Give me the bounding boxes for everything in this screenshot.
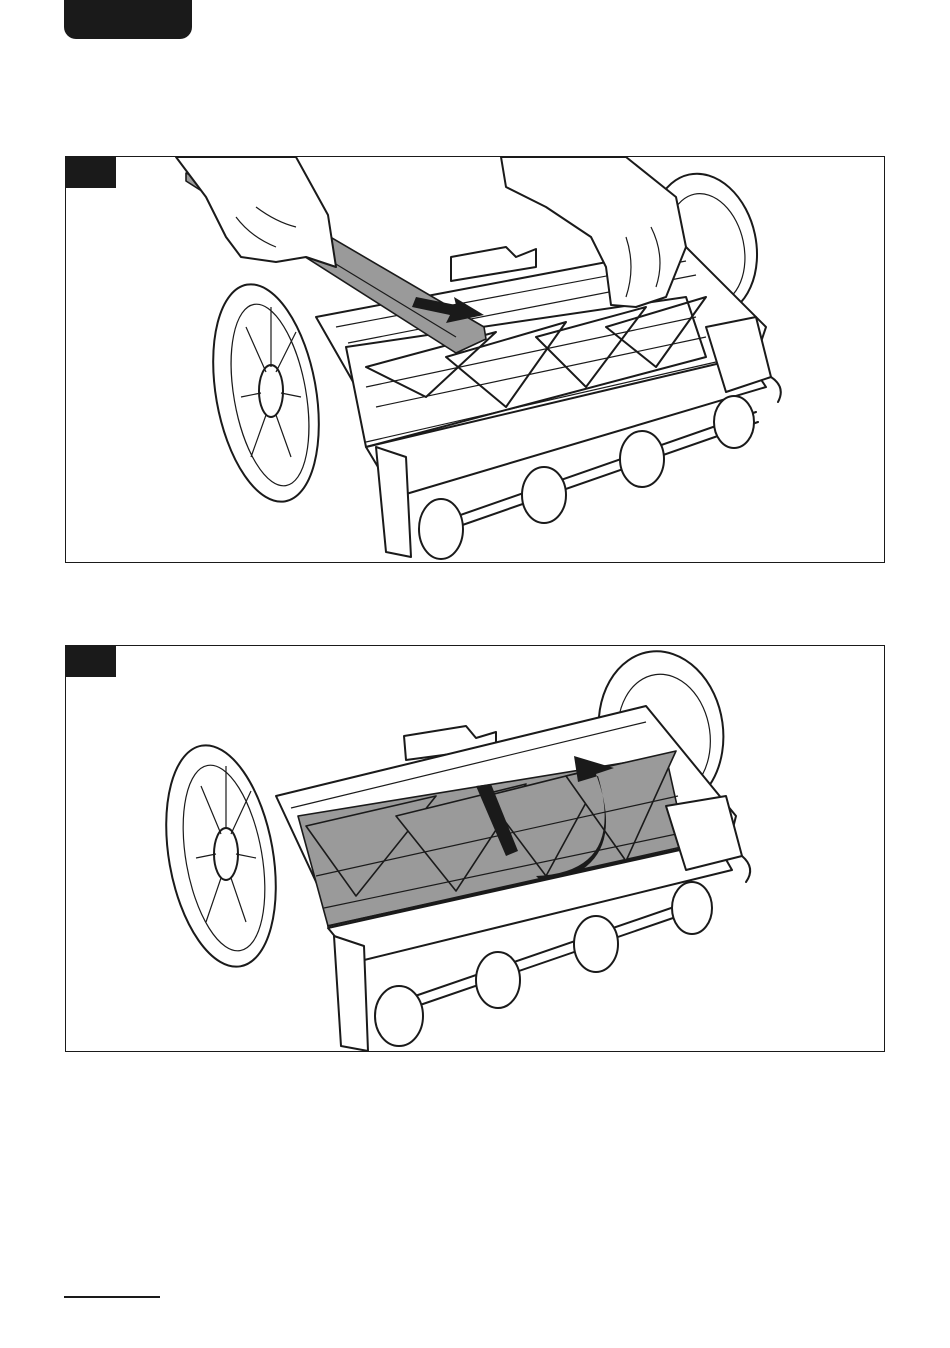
- front-wheel: [198, 276, 335, 510]
- front-wheel: [150, 737, 291, 976]
- left-side-plate: [376, 447, 411, 557]
- footer-rule: [64, 1296, 160, 1298]
- right-hook: [742, 856, 750, 882]
- figure-2-illustration: [66, 646, 885, 1052]
- figure-2-panel: [65, 645, 885, 1052]
- right-hook: [771, 377, 781, 402]
- left-hand-glove: [176, 157, 336, 267]
- left-side-plate: [334, 936, 368, 1051]
- language-tab: [64, 0, 192, 39]
- handle-bracket: [451, 247, 536, 281]
- figure-1-illustration: [66, 157, 885, 563]
- figure-1-panel: [65, 156, 885, 563]
